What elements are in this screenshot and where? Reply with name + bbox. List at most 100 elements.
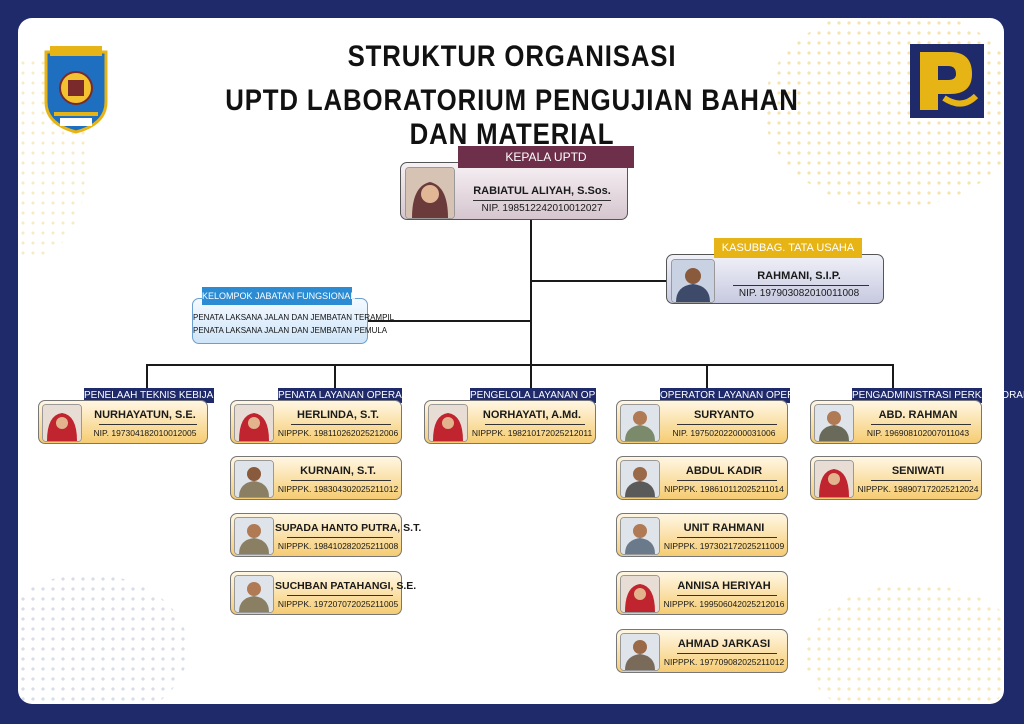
staff-name: NORHAYATI, A.Md.	[482, 409, 582, 421]
staff-card: UNIT RAHMANI NIPPPK. 197302172025211009	[616, 513, 788, 557]
connector-line	[146, 364, 148, 400]
staff-name: UNIT RAHMANI	[683, 522, 765, 534]
staff-name: KURNAIN, S.T.	[300, 465, 376, 477]
head-nip: NIP. 198512242010012027	[481, 203, 603, 214]
staff-nip: NIPPPK. 199506042025212016	[663, 599, 785, 609]
staff-nip: NIPPPK. 198610112025211014	[664, 484, 784, 494]
staff-photo	[620, 633, 660, 671]
head-role-ribbon: KEPALA UPTD	[458, 146, 634, 168]
staff-name: SENIWATI	[891, 465, 945, 477]
staff-nip: NIPPPK. 198210172025212011	[471, 428, 593, 438]
staff-nip: NIP. 197304182010012005	[93, 428, 197, 438]
staff-photo	[234, 517, 274, 555]
page-title: STRUKTUR ORGANISASI	[347, 40, 677, 73]
kabupaten-emblem-logo	[40, 44, 112, 134]
staff-card: ANNISA HERIYAH NIPPPK. 19950604202521201…	[616, 571, 788, 615]
divider	[291, 424, 391, 425]
staff-card: ABDUL KADIR NIPPPK. 198610112025211014	[616, 456, 788, 500]
divider	[871, 424, 971, 425]
staff-nip: NIPPPK. 198304302025211012	[277, 484, 399, 494]
divider	[677, 653, 777, 654]
staff-photo	[814, 460, 854, 498]
divider	[677, 480, 777, 481]
staff-photo	[620, 517, 660, 555]
head-name: RABIATUL ALIYAH, S.Sos.	[473, 185, 611, 197]
staff-nip: NIP. 196908102007011043	[866, 428, 970, 438]
staff-name: SUPADA HANTO PUTRA, S.T.	[275, 522, 422, 534]
connector-line	[530, 364, 532, 400]
staff-nip: NIPPPK. 198410282025211008	[277, 541, 399, 551]
staff-name: HERLINDA, S.T.	[297, 409, 379, 421]
staff-photo	[234, 575, 274, 613]
staff-name: AHMAD JARKASI	[677, 638, 771, 650]
page-subtitle: UPTD LABORATORIUM PENGUJIAN BAHAN DAN MA…	[225, 84, 799, 151]
staff-nip: NIPPPK. 198110262025212006	[277, 428, 399, 438]
fungsional-item: PENATA LAKSANA JALAN DAN JEMBATAN PEMULA	[193, 326, 388, 335]
staff-card: HERLINDA, S.T. NIPPPK. 19811026202521200…	[230, 400, 402, 444]
staff-name: SUCHBAN PATAHANGI, S.E.	[275, 580, 417, 592]
connector-line	[530, 220, 532, 366]
staff-photo	[42, 404, 82, 442]
staff-photo	[428, 404, 468, 442]
staff-photo	[620, 575, 660, 613]
divider	[287, 537, 393, 538]
decor-dots	[18, 574, 188, 704]
fungsional-role-ribbon: KELOMPOK JABATAN FUNGSIONAL	[202, 287, 355, 305]
fungsional-card: PENATA LAKSANA JALAN DAN JEMBATAN TERAMP…	[192, 298, 395, 344]
staff-nip: NIPPPK. 197709082025211012	[663, 657, 785, 667]
divider	[733, 285, 869, 286]
head-card: RABIATUL ALIYAH, S.Sos. NIP. 19851224201…	[400, 162, 628, 220]
staff-card: ABD. RAHMAN NIP. 196908102007011043	[810, 400, 982, 444]
connector-line	[146, 364, 892, 366]
pu-logo	[910, 44, 984, 118]
staff-card: KURNAIN, S.T. NIPPPK. 198304302025211012	[230, 456, 402, 500]
staff-nip: NIPPPK. 197302172025211009	[663, 541, 785, 551]
divider	[473, 200, 611, 201]
staff-nip: NIPPPK. 198907172025212024	[857, 484, 979, 494]
staff-photo	[814, 404, 854, 442]
column-role-ribbon: PENGADMINISTRASI PERKANTORAN	[852, 388, 1024, 403]
staff-name: ABD. RAHMAN	[878, 409, 958, 421]
staff-card: NURHAYATUN, S.E. NIP. 197304182010012005	[38, 400, 208, 444]
divider	[291, 480, 391, 481]
fungsional-item: PENATA LAKSANA JALAN DAN JEMBATAN TERAMP…	[193, 313, 395, 322]
kasubbag-photo	[671, 259, 715, 303]
column-role-ribbon: OPERATOR LAYANAN OPERASIONAL	[660, 388, 838, 403]
staff-card: SUCHBAN PATAHANGI, S.E. NIPPPK. 19720707…	[230, 571, 417, 615]
connector-line	[706, 364, 708, 400]
column-role-ribbon: PENELAAH TEKNIS KEBIJAKAN	[84, 388, 234, 403]
staff-card: NORHAYATI, A.Md. NIPPPK. 198210172025212…	[424, 400, 596, 444]
kasubbag-nip: NIP. 197903082010011008	[738, 288, 860, 299]
divider	[677, 537, 777, 538]
connector-line	[368, 320, 530, 322]
kasubbag-card: RAHMANI, S.I.P. NIP. 197903082010011008	[666, 254, 884, 304]
staff-name: SURYANTO	[693, 409, 755, 421]
connector-line	[334, 364, 336, 400]
divider	[871, 480, 971, 481]
staff-name: ANNISA HERIYAH	[677, 580, 771, 592]
divider	[287, 595, 393, 596]
staff-name: NURHAYATUN, S.E.	[94, 409, 196, 421]
divider	[99, 424, 197, 425]
staff-photo	[234, 460, 274, 498]
kasubbag-role-ribbon: KASUBBAG. TATA USAHA	[714, 238, 862, 258]
staff-nip: NIPPPK. 197207072025211005	[277, 599, 399, 609]
head-photo	[405, 167, 455, 219]
staff-card: SENIWATI NIPPPK. 198907172025212024	[810, 456, 982, 500]
staff-card: SURYANTO NIP. 197502022000031006	[616, 400, 788, 444]
staff-nip: NIP. 197502022000031006	[672, 428, 776, 438]
staff-photo	[620, 460, 660, 498]
column-role-ribbon: PENATA LAYANAN OPERASIONAL	[278, 388, 439, 403]
staff-photo	[234, 404, 274, 442]
staff-card: AHMAD JARKASI NIPPPK. 197709082025211012	[616, 629, 788, 673]
staff-card: SUPADA HANTO PUTRA, S.T. NIPPPK. 1984102…	[230, 513, 422, 557]
staff-name: ABDUL KADIR	[685, 465, 763, 477]
kasubbag-name: RAHMANI, S.I.P.	[757, 270, 841, 282]
divider	[485, 424, 585, 425]
divider	[677, 595, 777, 596]
connector-line	[530, 280, 670, 282]
divider	[677, 424, 777, 425]
staff-photo	[620, 404, 660, 442]
decor-dots	[804, 584, 1004, 704]
column-role-ribbon: PENGELOLA LAYANAN OPERASIONAL	[470, 388, 653, 403]
